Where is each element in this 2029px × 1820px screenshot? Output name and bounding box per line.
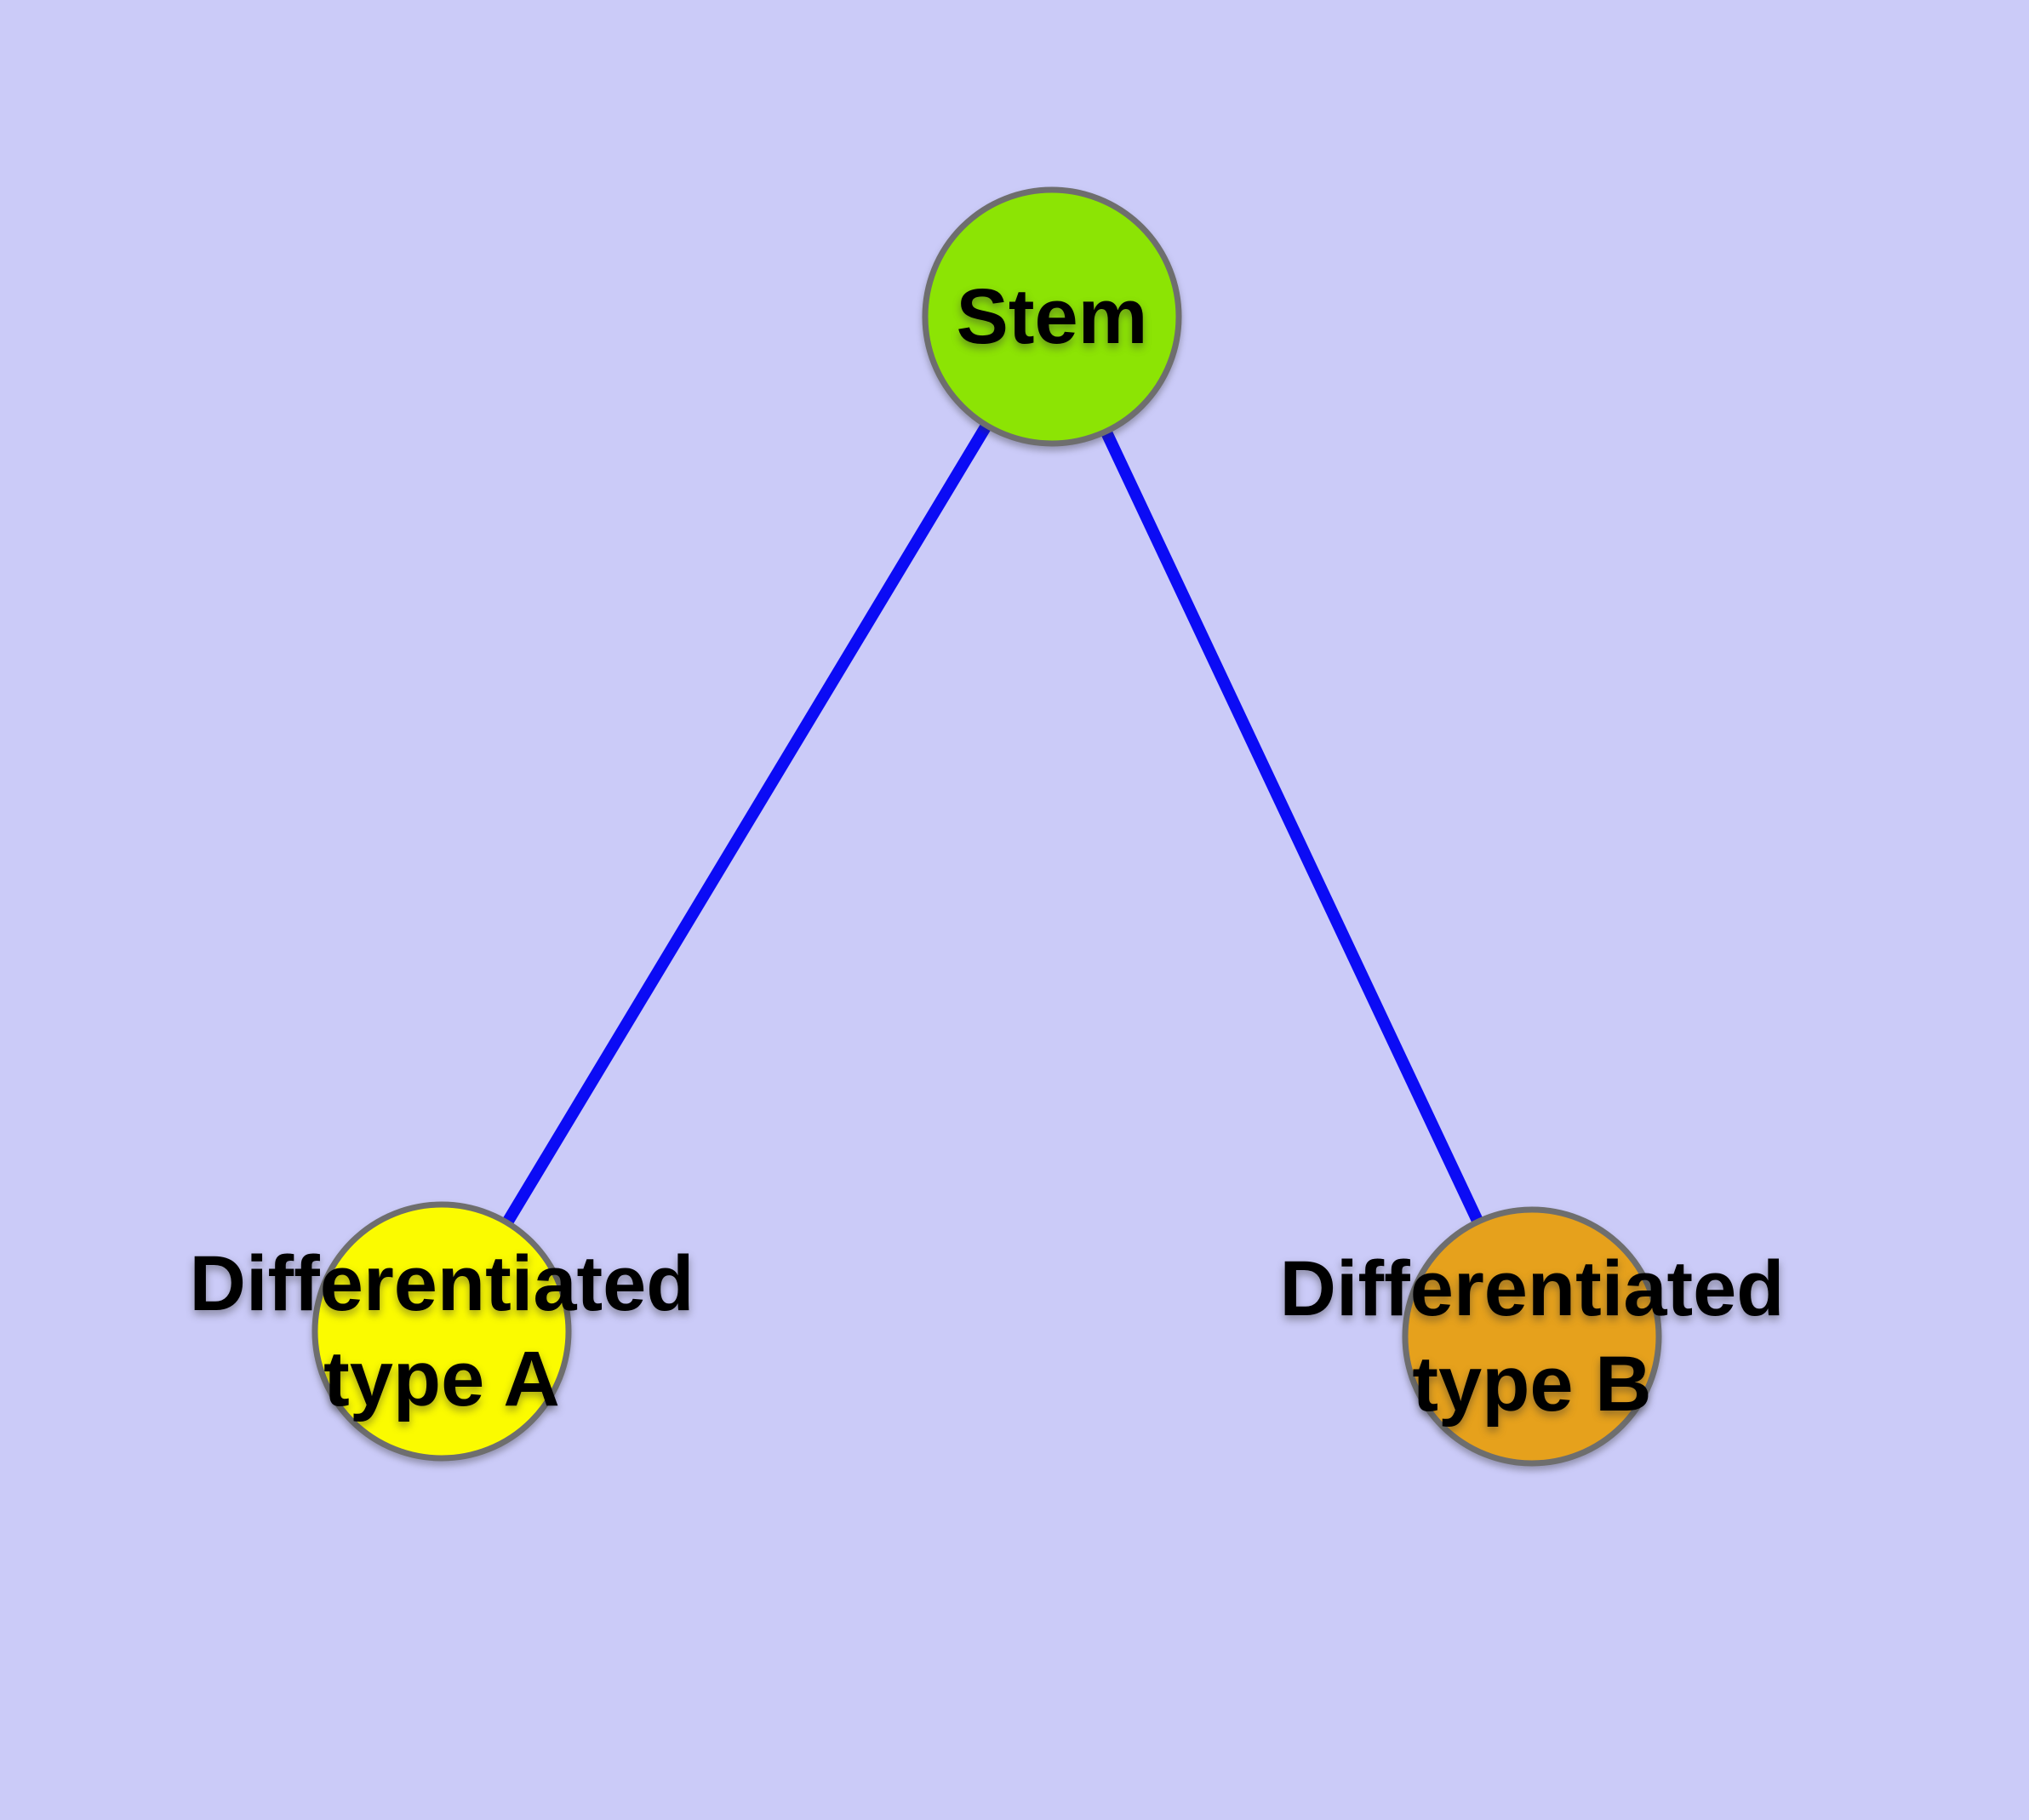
- node-stem-label: Stem: [957, 273, 1148, 360]
- node-type-a-label-line2: type A: [323, 1336, 560, 1422]
- node-type-a-label-line1: Differentiated: [190, 1240, 694, 1327]
- node-type-b-label-line1: Differentiated: [1280, 1245, 1785, 1332]
- node-type-b-label-line2: type B: [1412, 1341, 1651, 1428]
- node-differentiated-type-a: [311, 1201, 572, 1462]
- edge-stem-to-type-a: [437, 313, 1057, 1335]
- node-stem: [922, 186, 1182, 447]
- edge-stem-to-type-b: [1046, 314, 1538, 1339]
- node-differentiated-type-b: [1402, 1206, 1662, 1467]
